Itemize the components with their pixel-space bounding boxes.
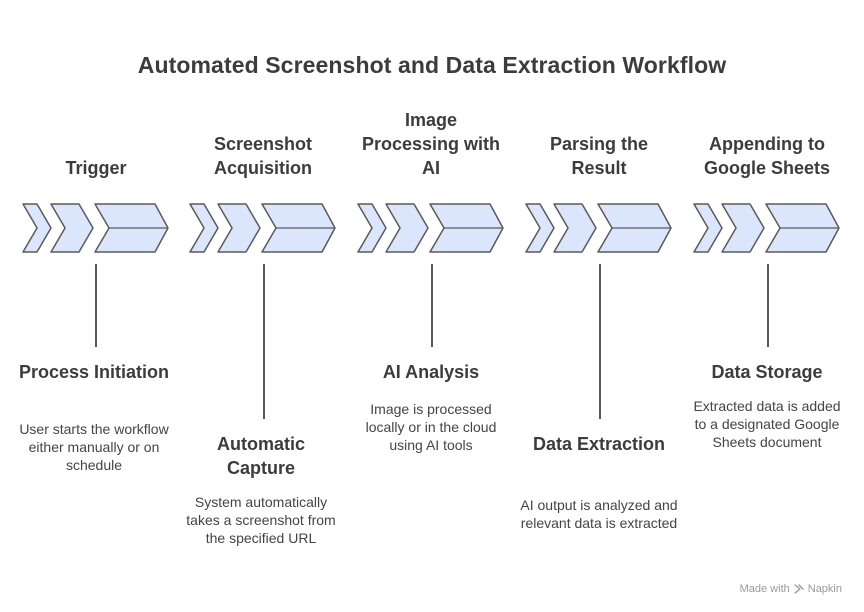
diagram-title: Automated Screenshot and Data Extraction… xyxy=(137,52,727,78)
stage-title: Appending to Google Sheets xyxy=(703,134,831,178)
connector-line xyxy=(95,264,97,347)
step-title: Process Initiation xyxy=(18,362,170,382)
connector-line xyxy=(767,264,769,347)
step-title: Automatic Capture xyxy=(216,434,305,478)
step-title: Data Storage xyxy=(711,362,823,382)
step-description: Image is processed locally or in the clo… xyxy=(365,401,497,453)
connector-line xyxy=(263,264,265,419)
napkin-watermark: Made with Napkin xyxy=(740,583,842,595)
step-title: Data Extraction xyxy=(532,434,666,454)
brand-label: Napkin xyxy=(807,583,842,595)
step-description: System automatically takes a screenshot … xyxy=(186,494,336,546)
chevron-arrows-icon xyxy=(189,203,336,253)
chevron-arrows-icon xyxy=(357,203,504,253)
step-description: User starts the workflow either manually… xyxy=(19,421,169,473)
connector-line xyxy=(599,264,601,419)
chevron-arrows-icon xyxy=(693,203,840,253)
step-description: AI output is analyzed and relevant data … xyxy=(520,497,678,531)
step-title: AI Analysis xyxy=(382,362,480,382)
stage-title: Image Processing with AI xyxy=(361,110,501,178)
chevron-arrows-icon xyxy=(525,203,672,253)
stage-title: Trigger xyxy=(65,158,127,178)
chevron-arrows-icon xyxy=(22,203,169,253)
connector-line xyxy=(431,264,433,347)
stage-title: Parsing the Result xyxy=(549,134,649,178)
step-description: Extracted data is added to a designated … xyxy=(693,398,841,450)
napkin-logo-icon xyxy=(794,584,804,594)
made-with-label: Made with xyxy=(739,583,790,595)
stage-title: Screenshot Acquisition xyxy=(213,134,313,178)
